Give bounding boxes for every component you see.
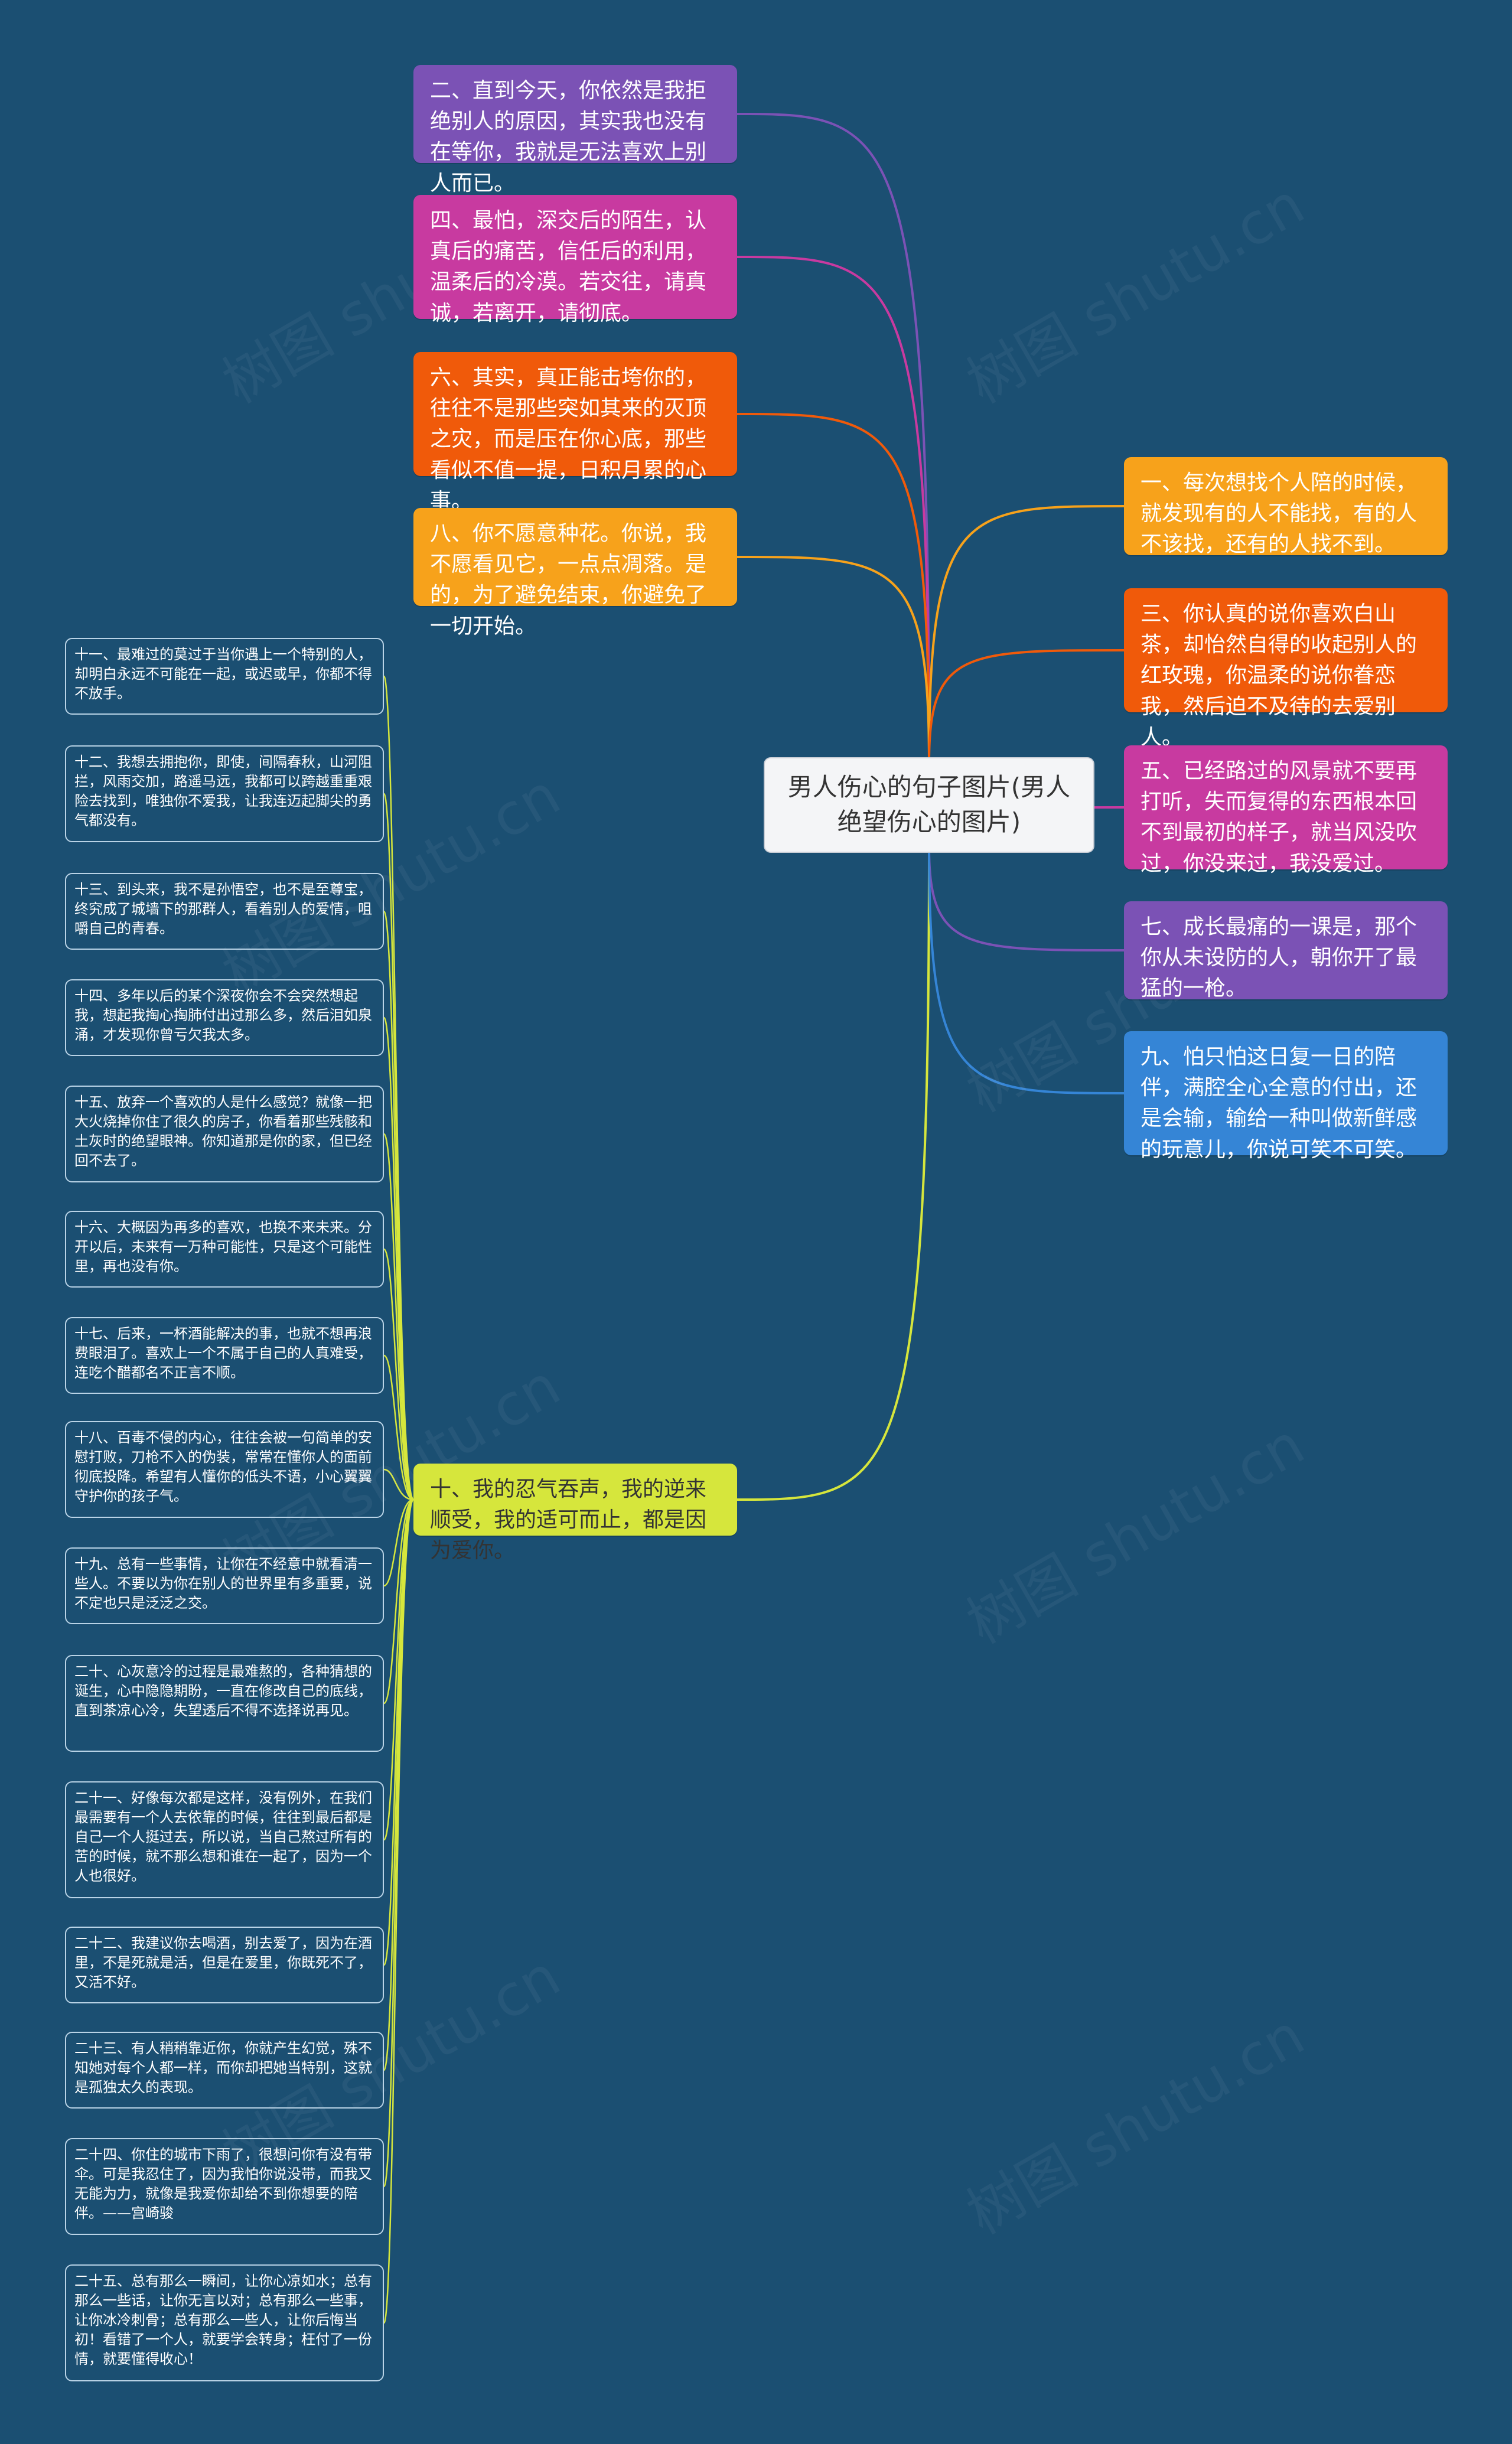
sub-item-11[interactable]: 十一、最难过的莫过于当你遇上一个特别的人，却明白永远不可能在一起，或迟或早，你都… [65,638,384,715]
branch-link-6 [737,413,930,764]
branch-link-8 [737,556,930,764]
sub-item-15[interactable]: 十五、放弃一个喜欢的人是什么感觉？就像一把大火烧掉你住了很久的房子，你看着那些残… [65,1086,384,1182]
branch-node-6[interactable]: 六、其实，真正能击垮你的，往往不是那些突如其来的灭顶之灾，而是压在你心底，那些看… [413,352,737,513]
sub-item-12[interactable]: 十二、我想去拥抱你，即使，间隔春秋，山河阻拦，风雨交加，路遥马远，我都可以跨越重… [65,745,384,842]
branch-link-10 [737,846,930,1501]
branch-node-9[interactable]: 九、怕只怕这日复一日的陪伴，满腔全心全意的付出，还是会输，输给一种叫做新鲜感的玩… [1124,1031,1448,1162]
branch-node-1[interactable]: 一、每次想找个人陪的时候，就发现有的人不能找，有的人不该找，还有的人找不到。 [1124,457,1448,556]
central-topic[interactable]: 男人伤心的句子图片(男人绝望伤心的图片) [764,757,1094,853]
sub-item-23[interactable]: 二十三、有人稍稍靠近你，你就产生幻觉，殊不知她对每个人都一样，而你却把她当特别，… [65,2032,384,2109]
sub-link-17 [383,1354,414,1501]
branch-node-7[interactable]: 七、成长最痛的一课是，那个你从未设防的人，朝你开了最猛的一枪。 [1124,901,1448,1001]
sub-item-24[interactable]: 二十四、你住的城市下雨了，很想问你有没有带伞。可是我忍住了，因为我怕你说没带，而… [65,2138,384,2235]
sub-link-18 [383,1468,414,1501]
branch-link-2 [737,113,930,764]
sub-link-21 [383,1498,414,1841]
sub-link-19 [383,1498,414,1587]
branch-node-10[interactable]: 十、我的忍气吞声，我的逆来顺受，我的适可而止，都是因为爱你。 [413,1464,737,1563]
sub-item-16[interactable]: 十六、大概因为再多的喜欢，也换不来未来。分开以后，未来有一万种可能性，只是这个可… [65,1211,384,1288]
branch-node-4[interactable]: 四、最怕，深交后的陌生，认真后的痛苦，信任后的利用，温柔后的冷漠。若交往，请真诚… [413,195,737,325]
sub-item-20[interactable]: 二十、心灰意冷的过程是最难熬的，各种猜想的诞生，心中隐隐期盼，一直在修改自己的底… [65,1655,384,1752]
sub-item-13[interactable]: 十三、到头来，我不是孙悟空，也不是至尊宝，终究成了城墙下的那群人，看着别人的爱情… [65,873,384,950]
branch-link-1 [928,505,1125,764]
sub-link-12 [383,793,415,1501]
sub-item-21[interactable]: 二十一、好像每次都是这样，没有例外，在我们最需要有一个人去依靠的时候，往往到最后… [65,1781,384,1898]
sub-link-25 [383,1498,415,2324]
sub-item-17[interactable]: 十七、后来，一杯酒能解决的事，也就不想再浪费眼泪了。喜欢上一个不属于自己的人真难… [65,1317,384,1394]
branch-link-4 [737,256,930,764]
sub-item-19[interactable]: 十九、总有一些事情，让你在不经意中就看清一些人。不要以为你在别人的世界里有多重要… [65,1547,384,1624]
branch-link-9 [928,846,1125,1094]
sub-item-25[interactable]: 二十五、总有那么一瞬间，让你心凉如水；总有那么一些话，让你无言以对；总有那么一些… [65,2264,384,2381]
branch-node-2[interactable]: 二、直到今天，你依然是我拒绝别人的原因，其实我也没有在等你，我就是无法喜欢上别人… [413,65,737,195]
branch-node-3[interactable]: 三、你认真的说你喜欢白山茶，却怡然自得的收起别人的红玫瑰，你温柔的说你眷恋我，然… [1124,588,1448,750]
sub-item-18[interactable]: 十八、百毒不侵的内心，往往会被一句简单的安慰打败，刀枪不入的伪装，常常在懂你人的… [65,1421,384,1518]
sub-item-14[interactable]: 十四、多年以后的某个深夜你会不会突然想起我，想起我掏心掏肺付出过那么多，然后泪如… [65,979,384,1056]
branch-node-5[interactable]: 五、已经路过的风景就不要再打听，失而复得的东西根本回不到最初的样子，就当风没吹过… [1124,745,1448,876]
branch-link-3 [928,649,1125,764]
sub-link-16 [383,1248,414,1501]
branch-node-8[interactable]: 八、你不愿意种花。你说，我不愿看见它，一点点凋落。是的，为了避免结束，你避免了一… [413,508,737,638]
sub-link-24 [383,1498,415,2188]
sub-link-14 [383,1016,415,1501]
branch-link-7 [928,846,1125,951]
sub-link-15 [383,1133,415,1501]
sub-link-20 [383,1498,414,1705]
sub-item-22[interactable]: 二十二、我建议你去喝酒，别去爱了，因为在酒里，不是死就是活，但是在爱里，你既死不… [65,1927,384,2003]
